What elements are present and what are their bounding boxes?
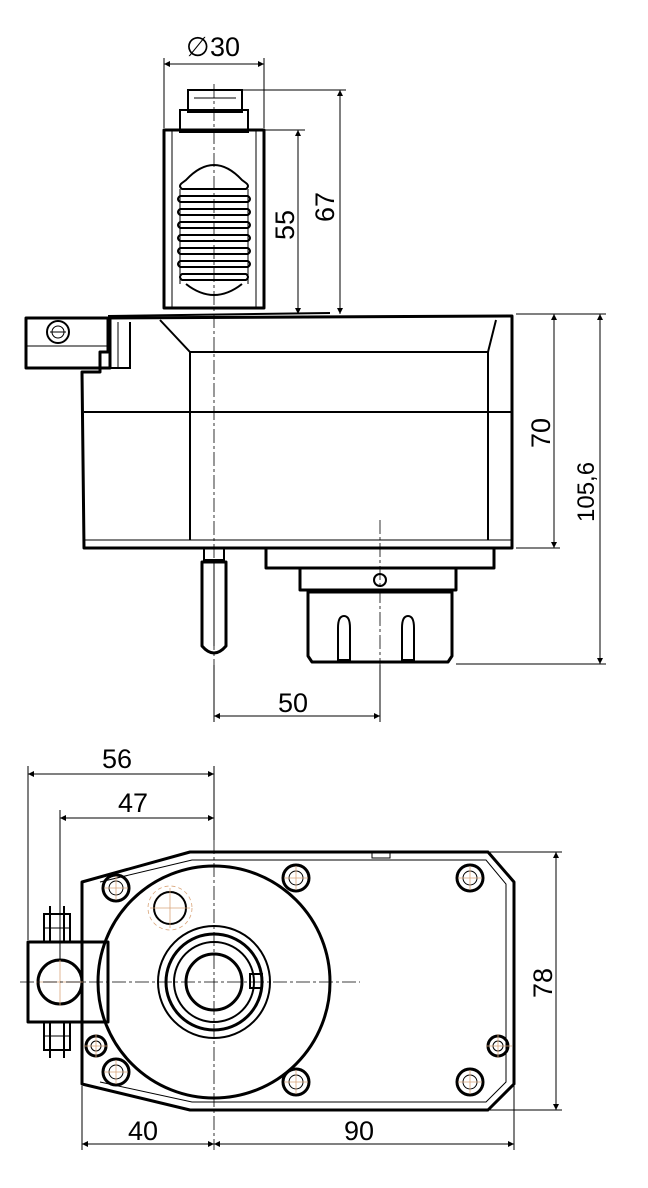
dim-label-90: 90 bbox=[344, 1116, 374, 1146]
diameter-symbol: ∅ bbox=[186, 32, 210, 62]
dim-47: 47 bbox=[59, 788, 214, 960]
side-clamp bbox=[24, 316, 112, 370]
spring-bellows bbox=[177, 164, 251, 296]
dim-50: 50 bbox=[213, 665, 381, 722]
dim-label-56: 56 bbox=[102, 744, 132, 774]
housing-outline bbox=[80, 850, 516, 1112]
dim-label-70: 70 bbox=[526, 418, 556, 448]
dim-70: 70 bbox=[516, 313, 560, 549]
top-view: 56 47 78 40 90 bbox=[20, 744, 562, 1150]
dim-55: 55 bbox=[248, 129, 305, 314]
dim-label-55: 55 bbox=[270, 210, 300, 240]
screw-center-marks bbox=[84, 866, 512, 1094]
dim-label-78: 78 bbox=[528, 968, 558, 998]
dim-label-50: 50 bbox=[278, 688, 308, 718]
dim-diameter-30: ∅ 30 bbox=[163, 32, 265, 128]
dim-56: 56 bbox=[27, 744, 215, 940]
dim-label-30: 30 bbox=[210, 32, 240, 62]
dim-label-67: 67 bbox=[310, 192, 340, 222]
dim-90: 90 bbox=[214, 1086, 515, 1150]
dim-label-40: 40 bbox=[128, 1116, 158, 1146]
dim-label-47: 47 bbox=[118, 788, 148, 818]
dim-40: 40 bbox=[81, 1086, 214, 1150]
dim-label-105-6: 105,6 bbox=[573, 462, 600, 522]
dim-78: 78 bbox=[490, 851, 562, 1111]
dim-105-6: 105,6 bbox=[456, 313, 606, 665]
dim-67: 67 bbox=[240, 89, 346, 314]
side-view: ∅ 30 55 67 70 105,6 bbox=[24, 32, 606, 722]
collet-nut bbox=[306, 590, 454, 664]
main-body bbox=[80, 307, 514, 550]
